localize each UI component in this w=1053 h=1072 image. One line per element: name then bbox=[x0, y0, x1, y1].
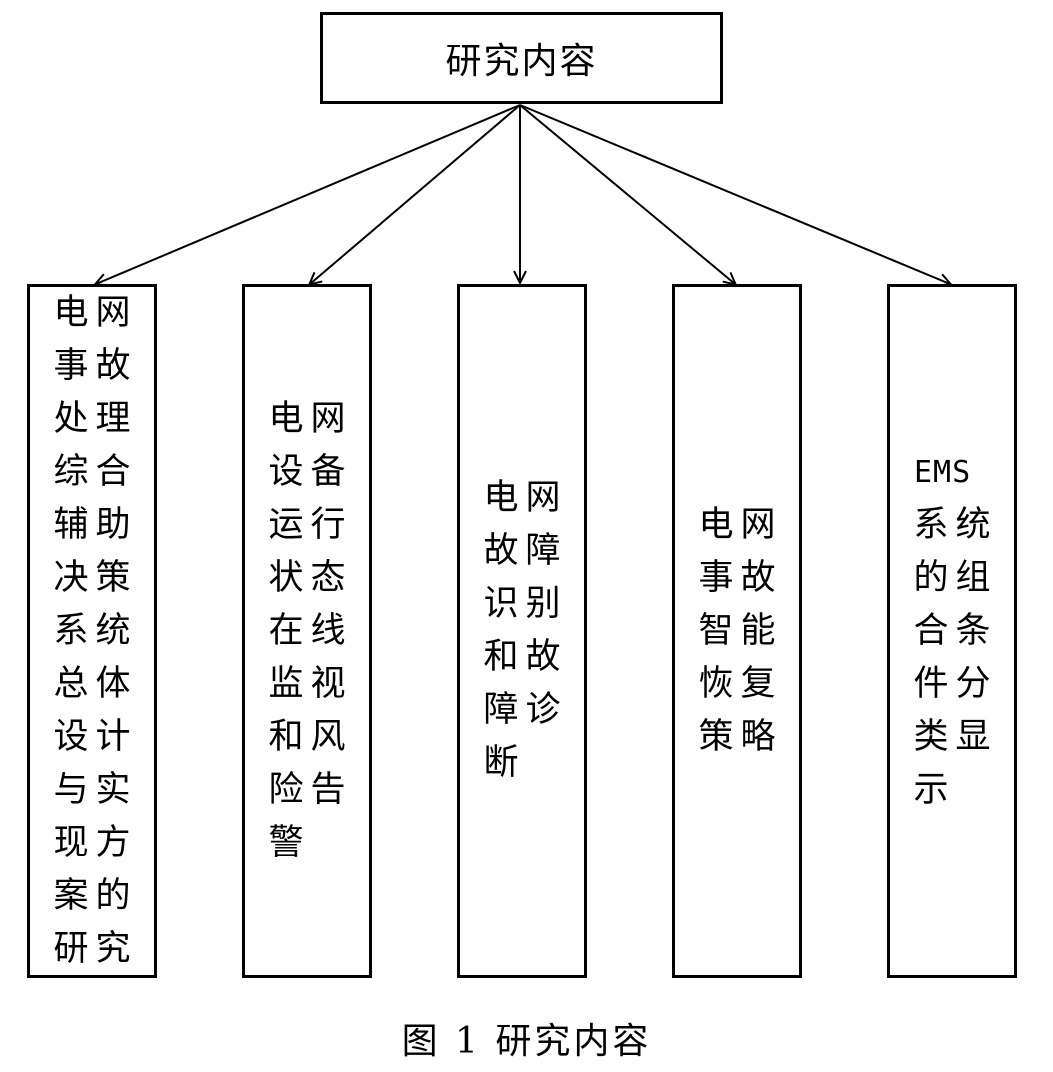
label-char: 合 bbox=[913, 610, 949, 651]
label-char: 故 bbox=[95, 345, 131, 386]
label-char: 示 bbox=[913, 769, 949, 810]
label-char: 障 bbox=[483, 690, 519, 730]
label-char: 网 bbox=[525, 478, 561, 518]
label-char: 故 bbox=[740, 557, 776, 598]
label-char: 显 bbox=[955, 716, 991, 757]
label-char: 事 bbox=[698, 557, 734, 598]
label-char: 系 bbox=[913, 504, 949, 545]
label-char: 的 bbox=[913, 557, 949, 598]
label-char: 网 bbox=[95, 292, 131, 333]
root-node-label: 研究内容 bbox=[445, 41, 598, 82]
label-char: 系 bbox=[53, 610, 89, 651]
child-node-label: 电网故障识别和故障诊断 bbox=[480, 472, 564, 790]
label-char: 略 bbox=[740, 716, 776, 757]
label-char: 网 bbox=[310, 398, 346, 439]
label-char: 线 bbox=[310, 610, 346, 651]
label-char: 风 bbox=[310, 716, 346, 757]
label-char: 合 bbox=[95, 451, 131, 492]
label-char: 障 bbox=[525, 531, 561, 571]
label-char: 策 bbox=[698, 716, 734, 757]
label-char: 和 bbox=[268, 716, 304, 757]
label-char: 类 bbox=[913, 716, 949, 757]
label-char: 方 bbox=[95, 822, 131, 863]
label-char: 态 bbox=[310, 557, 346, 598]
label-char: 事 bbox=[53, 345, 89, 386]
label-char: 状 bbox=[268, 557, 304, 598]
label-char: 条 bbox=[955, 610, 991, 651]
label-char: 分 bbox=[955, 663, 991, 704]
child-node-label: 电网事故处理综合辅助决策系统总体设计与实现方案的研究 bbox=[50, 287, 134, 976]
label-latin-run: EMS bbox=[914, 454, 972, 490]
label-char: 恢 bbox=[698, 663, 734, 704]
child-node-label: EMS 系统的组合条件分类显示 bbox=[910, 446, 994, 817]
label-char: 体 bbox=[95, 663, 131, 704]
label-char: 与 bbox=[53, 769, 89, 810]
label-char: 电 bbox=[53, 292, 89, 333]
label-char: 实 bbox=[95, 769, 131, 810]
child-node-fault-diagnosis: 电网故障识别和故障诊断 bbox=[457, 284, 587, 978]
label-char: 故 bbox=[525, 637, 561, 677]
label-char: 识 bbox=[483, 584, 519, 624]
label-char: 处 bbox=[53, 398, 89, 439]
figure-caption: 图 1 研究内容 bbox=[401, 1021, 652, 1062]
label-char: 诊 bbox=[525, 690, 561, 730]
label-char: 行 bbox=[310, 504, 346, 545]
label-char: 备 bbox=[310, 451, 346, 492]
label-char: 告 bbox=[310, 769, 346, 810]
label-char: 智 bbox=[698, 610, 734, 651]
label-char: 现 bbox=[53, 822, 89, 863]
label-char: 策 bbox=[95, 557, 131, 598]
label-char: 案 bbox=[53, 875, 89, 916]
label-char: 在 bbox=[268, 610, 304, 651]
label-char: 综 bbox=[53, 451, 89, 492]
label-char: 警 bbox=[268, 822, 304, 863]
label-char: 复 bbox=[740, 663, 776, 704]
label-char: 研 bbox=[53, 928, 89, 969]
child-node-recovery-strategy: 电网事故智能恢复策略 bbox=[672, 284, 802, 978]
label-char: 设 bbox=[268, 451, 304, 492]
label-char: 别 bbox=[525, 584, 561, 624]
label-char: 险 bbox=[268, 769, 304, 810]
label-char: 统 bbox=[955, 504, 991, 545]
label-char: 视 bbox=[310, 663, 346, 704]
arrow-to-child-5 bbox=[519, 104, 950, 284]
arrow-to-child-4 bbox=[519, 104, 735, 284]
label-char: 电 bbox=[268, 398, 304, 439]
label-char: 组 bbox=[955, 557, 991, 598]
label-char: 总 bbox=[53, 663, 89, 704]
label-char: 运 bbox=[268, 504, 304, 545]
label-char: 件 bbox=[913, 663, 949, 704]
label-char: 电 bbox=[698, 504, 734, 545]
label-char: 网 bbox=[740, 504, 776, 545]
label-char: 统 bbox=[95, 610, 131, 651]
label-char: 断 bbox=[483, 743, 519, 783]
label-char: 决 bbox=[53, 557, 89, 598]
root-node: 研究内容 bbox=[320, 12, 723, 104]
label-char: 能 bbox=[740, 610, 776, 651]
label-char: 监 bbox=[268, 663, 304, 704]
child-node-grid-decision-system: 电网事故处理综合辅助决策系统总体设计与实现方案的研究 bbox=[27, 284, 157, 978]
child-node-ems-display: EMS 系统的组合条件分类显示 bbox=[887, 284, 1017, 978]
label-char: 设 bbox=[53, 716, 89, 757]
arrow-to-child-2 bbox=[310, 104, 521, 284]
label-char: 计 bbox=[95, 716, 131, 757]
child-node-label: 电网事故智能恢复策略 bbox=[695, 499, 779, 764]
label-char: 助 bbox=[95, 504, 131, 545]
label-char: 故 bbox=[483, 531, 519, 571]
child-node-equipment-monitoring: 电网设备运行状态在线监视和风险告警 bbox=[242, 284, 372, 978]
label-char: 和 bbox=[483, 637, 519, 677]
label-char: 辅 bbox=[53, 504, 89, 545]
label-char: 的 bbox=[95, 875, 131, 916]
arrow-to-child-1 bbox=[96, 104, 521, 284]
label-char: 究 bbox=[95, 928, 131, 969]
label-char: 电 bbox=[483, 478, 519, 518]
label-char: 理 bbox=[95, 398, 131, 439]
child-node-label: 电网设备运行状态在线监视和风险告警 bbox=[265, 393, 349, 870]
